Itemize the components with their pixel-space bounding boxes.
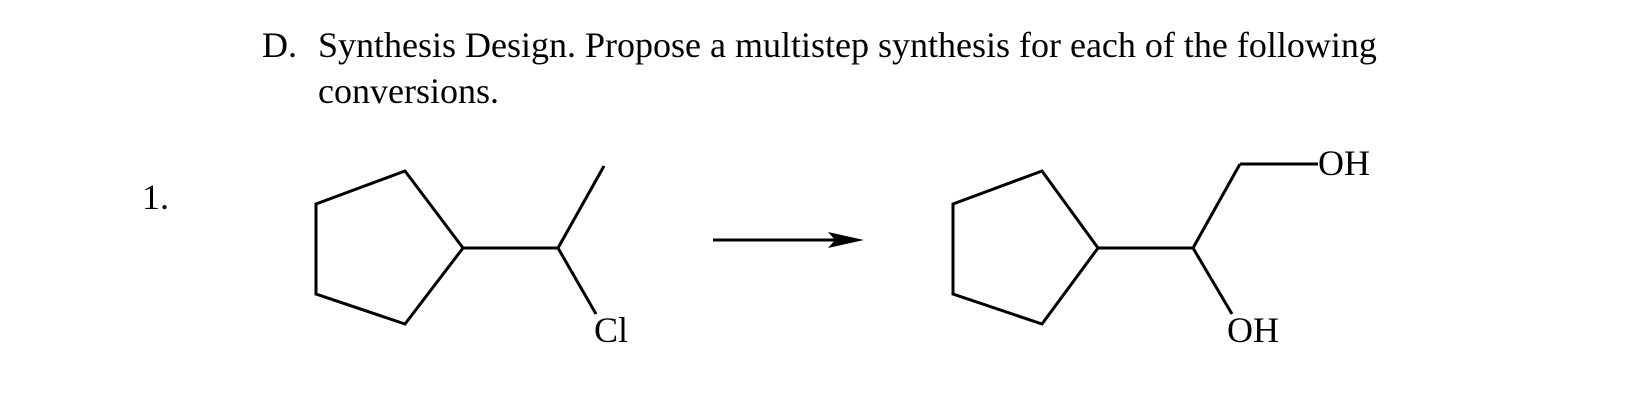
starting-material-carbon-chlorine-bond xyxy=(556,247,598,315)
section-heading: D. Synthesis Design. Propose a multistep … xyxy=(262,22,1377,114)
starting-material-cyclopentane-ring xyxy=(314,169,465,326)
section-marker: D. xyxy=(262,25,297,65)
starting-material-chlorine-label: Cl xyxy=(594,310,628,350)
problem-number: 1. xyxy=(142,177,169,217)
heading-first-line: D. Synthesis Design. Propose a multistep … xyxy=(262,22,1377,68)
product-structure xyxy=(951,162,1318,326)
product-carbon-oh-bond xyxy=(1191,247,1234,315)
product-primary-oh-label: OH xyxy=(1318,143,1370,183)
starting-material-structure xyxy=(314,165,606,326)
reaction-arrow-head xyxy=(828,232,864,248)
product-cyclopentane-ring xyxy=(951,169,1100,326)
product-secondary-oh-label: OH xyxy=(1227,310,1279,350)
reaction-arrow xyxy=(713,232,864,248)
section-title-line-2: conversions. xyxy=(318,71,499,111)
product-chiral-carbon-to-ch2-bond xyxy=(1191,163,1242,249)
starting-material-methyl-bond xyxy=(556,165,606,249)
section-title-line-1: Synthesis Design. Propose a multistep sy… xyxy=(318,25,1377,65)
